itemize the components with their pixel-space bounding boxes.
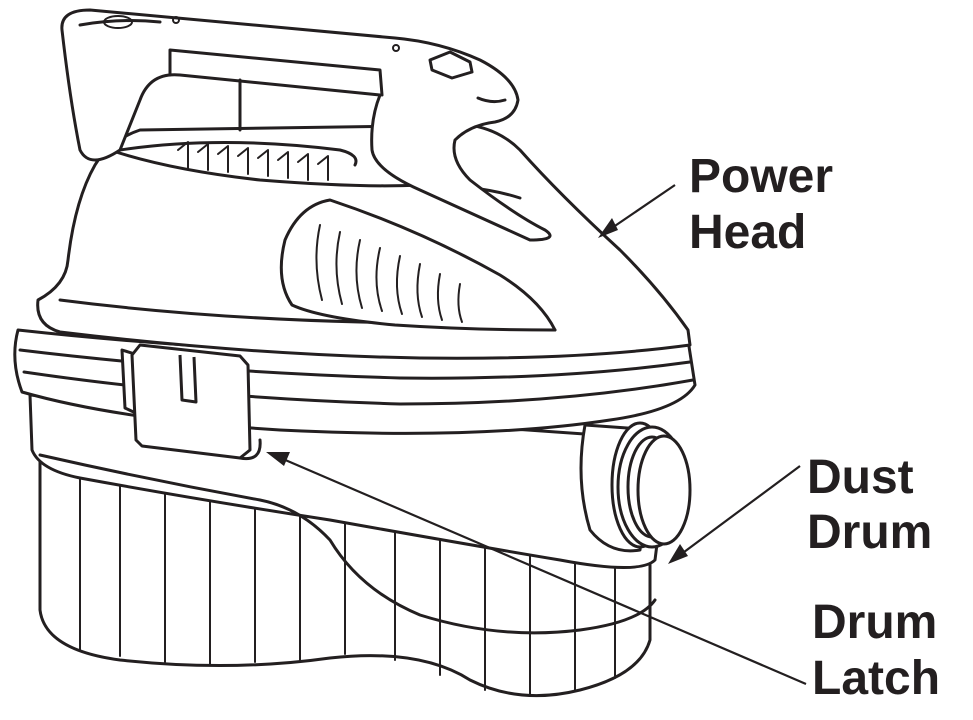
leader-lines xyxy=(266,184,807,686)
side-vent-panel xyxy=(279,198,557,332)
dust-drum xyxy=(28,393,672,698)
label-drum-latch: Drum Latch xyxy=(812,596,940,705)
dust-drum-leader xyxy=(675,465,801,559)
label-dust: Dust xyxy=(807,451,914,504)
label-dust-drum: Dust Drum xyxy=(807,451,932,559)
power-head-leader xyxy=(605,184,676,233)
top-vent-slots xyxy=(177,141,329,181)
drum-latch xyxy=(120,343,262,461)
drum-ribs xyxy=(79,469,616,697)
power-switch xyxy=(428,50,474,80)
power-head xyxy=(36,123,692,360)
drum-latch-leader xyxy=(275,454,807,686)
label-power-head: Power Head xyxy=(689,150,833,259)
hose-inlet-port xyxy=(579,421,692,553)
label-drum: Drum xyxy=(807,506,932,559)
label-power: Power xyxy=(689,150,833,203)
label-head: Head xyxy=(689,206,806,259)
label-latch: Latch xyxy=(812,652,940,705)
carry-handle xyxy=(60,8,552,242)
side-vent-slots xyxy=(315,224,463,323)
label-drum-2: Drum xyxy=(812,596,937,649)
